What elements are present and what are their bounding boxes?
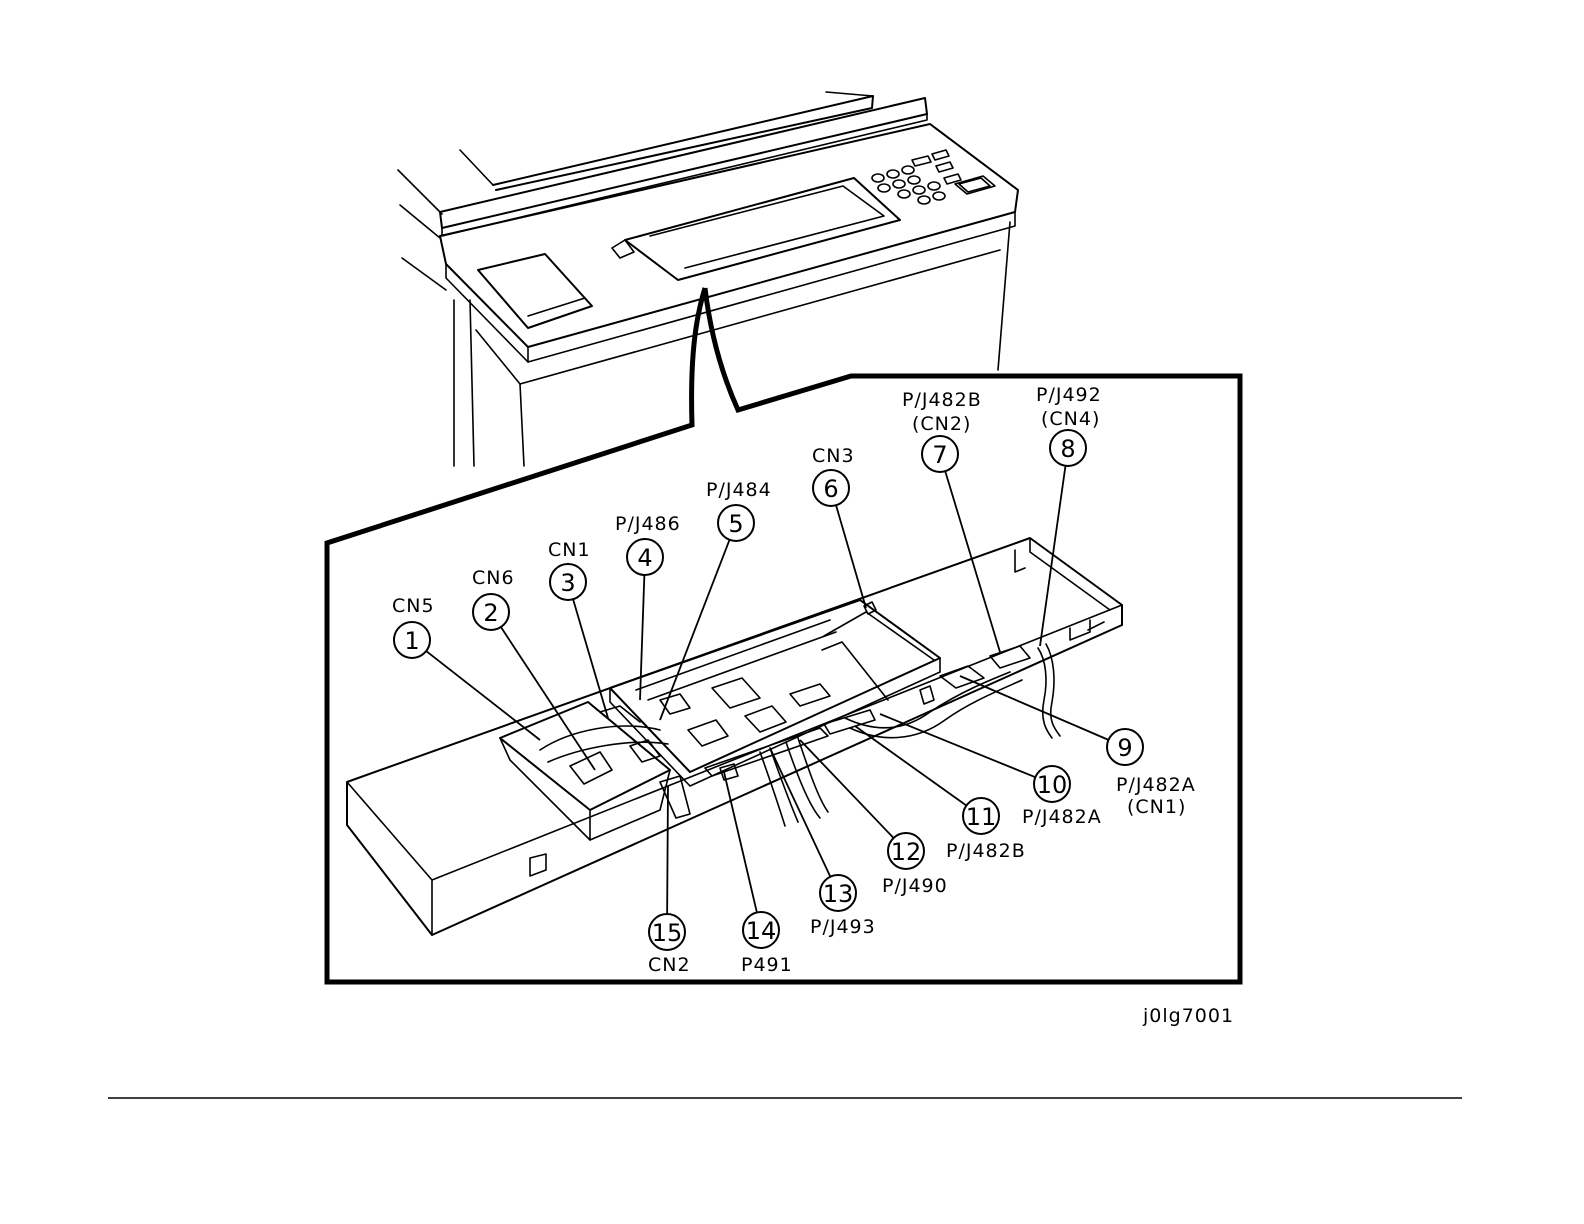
callout-leader-7 [945,471,1000,652]
callout-leader-8 [1040,466,1065,646]
callout-leader-1 [426,651,540,740]
callout-leader-11 [855,726,966,806]
callout-number-13: 13 [823,880,854,908]
callout-number-1: 1 [404,627,419,655]
callout-sublabel-9: (CN1) [1127,796,1186,818]
callout-leader-10 [880,714,1035,777]
callout-label-10: P/J482A [1022,806,1102,828]
callout-leader-14 [724,772,757,912]
callout-sublabel-8: (CN4) [1041,408,1100,430]
control-panel-tray-assembly [347,538,1122,935]
callout-13: 13P/J493 [810,875,876,938]
callout-number-10: 10 [1037,771,1068,799]
callout-label-15: CN2 [648,954,691,976]
callout-number-5: 5 [728,510,743,538]
callout-number-2: 2 [483,599,498,627]
callout-number-4: 4 [637,544,652,572]
callout-8: 8 P/J492(CN4) [1036,384,1102,466]
callout-12: 12P/J490 [882,833,948,897]
callout-number-9: 9 [1117,734,1132,762]
callout-label-5: P/J484 [706,479,772,501]
callout-10: 10P/J482A [1022,766,1102,828]
callout-label-9: P/J482A [1116,774,1196,796]
figure-id: j0lg7001 [1142,1005,1234,1027]
callout-11: 11P/J482B [946,798,1026,862]
callout-number-8: 8 [1060,435,1075,463]
callout-label-12: P/J490 [882,875,948,897]
callout-number-14: 14 [746,917,777,945]
detail-view-frame [327,288,1240,982]
callout-number-15: 15 [652,919,683,947]
callout-label-13: P/J493 [810,916,876,938]
callout-7: 7 P/J482B(CN2) [902,389,982,472]
callout-leader-6 [836,505,866,608]
callout-label-4: P/J486 [615,513,681,535]
callout-number-11: 11 [966,803,997,831]
callout-label-2: CN6 [472,567,515,589]
callout-9: 9P/J482A(CN1) [1107,729,1196,818]
callout-leader-5 [660,540,730,720]
callout-label-3: CN1 [548,539,591,561]
callout-label-14: P491 [741,954,793,976]
callout-leader-9 [960,676,1108,740]
callout-leader-4 [640,575,644,700]
callout-5: 5 P/J484 [706,479,772,541]
callout-leader-15 [667,786,668,914]
callout-leader-13 [770,748,830,877]
callout-number-6: 6 [823,475,838,503]
callout-label-6: CN3 [812,445,855,467]
callout-number-3: 3 [560,569,575,597]
callout-sublabel-7: (CN2) [912,413,971,435]
callout-label-8: P/J492 [1036,384,1102,406]
callout-label-7: P/J482B [902,389,982,411]
callout-number-7: 7 [932,441,947,469]
callout-4: 4 P/J486 [615,513,681,575]
callout-number-12: 12 [891,838,922,866]
callout-label-1: CN5 [392,595,435,617]
callout-label-11: P/J482B [946,840,1026,862]
callout-leader-12 [800,740,894,838]
